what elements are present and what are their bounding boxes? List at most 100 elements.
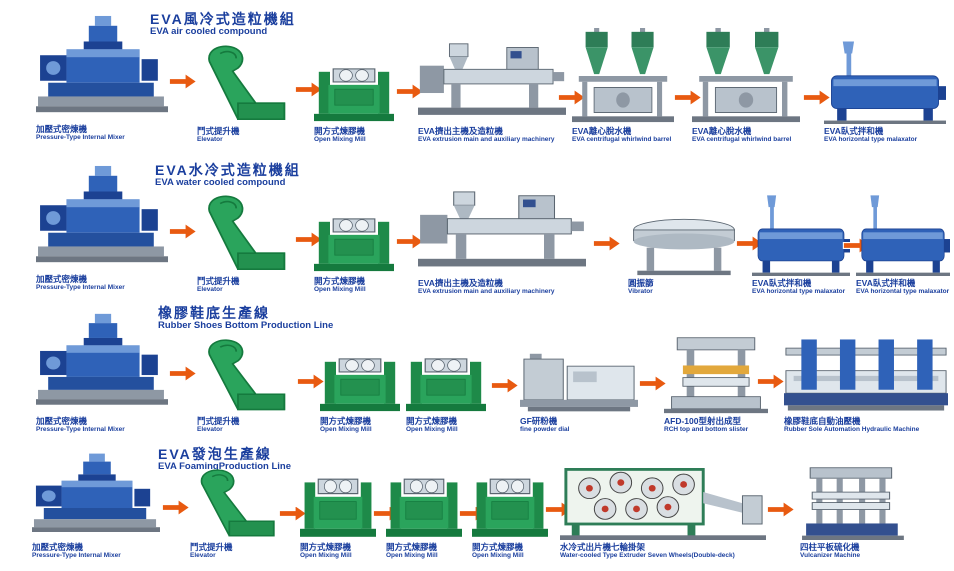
flow-arrow-icon	[168, 222, 198, 241]
machine-label-zh: EVA臥式拌和機	[824, 126, 884, 136]
machine-label-zh: 水冷式出片機七輪掛架	[560, 542, 646, 552]
flow-arrow-icon	[756, 372, 786, 391]
machine-label: EVA離心脫水機 EVA centrifugal whirlwind barre…	[572, 126, 692, 144]
line-title-en: EVA water cooled compound	[155, 177, 286, 189]
machine-label: EVA擠出主機及造粒機 EVA extrusion main and auxil…	[418, 126, 593, 144]
machine-label: 加壓式密煉機 Pressure-Type Internal Mixer	[36, 416, 192, 434]
machine-label-en: EVA extrusion main and auxiliary machine…	[418, 136, 555, 144]
machine-label-en: Pressure-Type Internal Mixer	[36, 426, 125, 434]
machine-centrifugal-dewatering: EVA離心脫水機 EVA centrifugal whirlwind barre…	[692, 28, 800, 143]
machine-label: 四柱平板硫化機 Vulcanizer Machine	[800, 542, 932, 560]
machine-label-en: EVA horizontal type malaxator	[752, 288, 846, 296]
machine-label-en: Open Mixing Mill	[300, 552, 352, 560]
machine-label-en: Elevator	[197, 286, 223, 294]
mixing-mill-icon	[406, 356, 486, 414]
hydraulic-press-line-icon	[784, 336, 948, 414]
machine-label: EVA臥式拌和機 EVA horizontal type malaxator	[824, 126, 954, 144]
machine-round-vibrating-sieve: 圓振篩 Vibrator	[628, 214, 740, 295]
line-title-rubber-shoes: 橡膠鞋底生產線 Rubber Shoes Bottom Production L…	[158, 305, 334, 332]
machine-label-zh: GF研粉機	[520, 416, 558, 426]
machine-label-en: Pressure-Type Internal Mixer	[36, 284, 125, 292]
machine-label-zh: 加壓式密煉機	[36, 274, 88, 284]
internal-mixer-icon	[36, 312, 168, 414]
mixing-mill-icon	[472, 476, 548, 540]
machine-label: 開方式煉膠機 Open Mixing Mill	[406, 416, 500, 434]
machine-label-en: Rubber Sole Automation Hydraulic Machine	[784, 426, 920, 434]
machine-label: EVA擠出主機及造粒機 EVA extrusion main and auxil…	[418, 278, 616, 296]
machine-pressure-internal-mixer: 加壓式密煉機 Pressure-Type Internal Mixer	[32, 452, 160, 559]
internal-mixer-icon	[36, 14, 168, 122]
flow-arrow-icon	[168, 364, 198, 383]
machine-open-mixing-mill: 開方式煉膠機 Open Mixing Mill	[472, 476, 548, 559]
machine-label-en: Water-cooled Type Extruder Seven Wheels(…	[560, 552, 735, 560]
machine-label-en: EVA horizontal type malaxator	[856, 288, 950, 296]
machine-vulcanizer: 四柱平板硫化機 Vulcanizer Machine	[800, 466, 912, 559]
machine-bucket-elevator: 鬥式提升機 Elevator	[197, 194, 295, 293]
machine-label-en: Vulcanizer Machine	[800, 552, 861, 560]
machine-bucket-elevator: 鬥式提升機 Elevator	[197, 338, 295, 433]
machine-label-zh: 開方式煉膠機	[472, 542, 524, 552]
line-title-en: Rubber Shoes Bottom Production Line	[158, 320, 334, 332]
machine-label-en: Pressure-Type Internal Mixer	[36, 134, 125, 142]
machine-seven-wheel-sheet-extruder: 水冷式出片機七輪掛架 Water-cooled Type Extruder Se…	[560, 460, 766, 559]
machine-label-en: Elevator	[197, 426, 223, 434]
flow-arrow-icon	[490, 376, 520, 395]
line-title-en: EVA FoamingProduction Line	[158, 461, 291, 473]
machine-label-zh: EVA離心脫水機	[572, 126, 632, 136]
line-title-air-cooled: EVA風冷式造粒機組 EVA air cooled compound	[150, 11, 296, 38]
machine-label-zh: 橡膠鞋底自動油壓機	[784, 416, 861, 426]
machine-label: EVA臥式拌和機 EVA horizontal type malaxator	[752, 278, 868, 296]
machine-bucket-elevator: 鬥式提升機 Elevator	[190, 468, 284, 559]
machine-label-en: fine powder dial	[520, 426, 570, 434]
flow-arrow-icon	[592, 234, 622, 253]
machine-open-mixing-mill: 開方式煉膠機 Open Mixing Mill	[314, 216, 394, 293]
machine-label: EVA臥式拌和機 EVA horizontal type malaxator	[856, 278, 954, 296]
machine-open-mixing-mill: 開方式煉膠機 Open Mixing Mill	[314, 66, 394, 143]
machine-pressure-internal-mixer: 加壓式密煉機 Pressure-Type Internal Mixer	[36, 164, 168, 291]
machine-open-mixing-mill: 開方式煉膠機 Open Mixing Mill	[320, 356, 400, 433]
machine-label-en: EVA centrifugal whirlwind barrel	[692, 136, 792, 144]
machine-label-zh: EVA擠出主機及造粒機	[418, 278, 503, 288]
machine-label-zh: 四柱平板硫化機	[800, 542, 860, 552]
mixing-mill-icon	[300, 476, 376, 540]
machine-label: 開方式煉膠機 Open Mixing Mill	[472, 542, 562, 560]
machine-label-zh: EVA擠出主機及造粒機	[418, 126, 503, 136]
machine-label-zh: 鬥式提升機	[190, 542, 233, 552]
horizontal-mixer-icon	[856, 192, 950, 276]
line-title-eva-foaming: EVA發泡生產線 EVA FoamingProduction Line	[158, 446, 291, 473]
machine-label-en: Open Mixing Mill	[314, 286, 366, 294]
machine-label-zh: 加壓式密煉機	[36, 124, 88, 134]
vulcanizer-icon	[800, 466, 912, 540]
seven-wheel-rack-icon	[560, 460, 766, 540]
vibrator-icon	[628, 214, 740, 276]
grinder-icon	[520, 352, 638, 414]
machine-label: 開方式煉膠機 Open Mixing Mill	[300, 542, 390, 560]
injection-molder-icon	[664, 336, 768, 414]
machine-label-en: Open Mixing Mill	[406, 426, 458, 434]
line-title-zh: EVA風冷式造粒機組	[150, 11, 296, 27]
machine-label-en: Open Mixing Mill	[386, 552, 438, 560]
machine-bucket-elevator: 鬥式提升機 Elevator	[197, 44, 295, 143]
machine-label-zh: 開方式煉膠機	[314, 276, 366, 286]
mixing-mill-icon	[314, 66, 394, 124]
machine-label-en: Elevator	[197, 136, 223, 144]
machine-label: EVA離心脫水機 EVA centrifugal whirlwind barre…	[692, 126, 819, 144]
machine-label: 鬥式提升機 Elevator	[197, 276, 313, 294]
machine-label-zh: 開方式煉膠機	[314, 126, 366, 136]
machine-horizontal-malaxator: EVA臥式拌和機 EVA horizontal type malaxator	[824, 38, 946, 143]
machine-label-zh: 圓振篩	[628, 278, 654, 288]
extruder-icon	[418, 42, 566, 124]
horizontal-mixer-icon	[752, 192, 850, 276]
machine-label-en: Open Mixing Mill	[314, 136, 366, 144]
mixing-mill-icon	[386, 476, 462, 540]
machine-pressure-internal-mixer: 加壓式密煉機 Pressure-Type Internal Mixer	[36, 312, 168, 433]
machine-label: 開方式煉膠機 Open Mixing Mill	[314, 126, 408, 144]
machine-eva-extruder-pelletizer: EVA擠出主機及造粒機 EVA extrusion main and auxil…	[418, 42, 566, 143]
extruder-icon	[418, 190, 586, 276]
machine-label: 圓振篩 Vibrator	[628, 278, 760, 296]
centrifugal-icon	[572, 28, 674, 124]
machine-open-mixing-mill: 開方式煉膠機 Open Mixing Mill	[406, 356, 486, 433]
machine-label: 鬥式提升機 Elevator	[197, 126, 313, 144]
elevator-icon	[197, 338, 295, 414]
machine-label-en: Pressure-Type Internal Mixer	[32, 552, 121, 560]
